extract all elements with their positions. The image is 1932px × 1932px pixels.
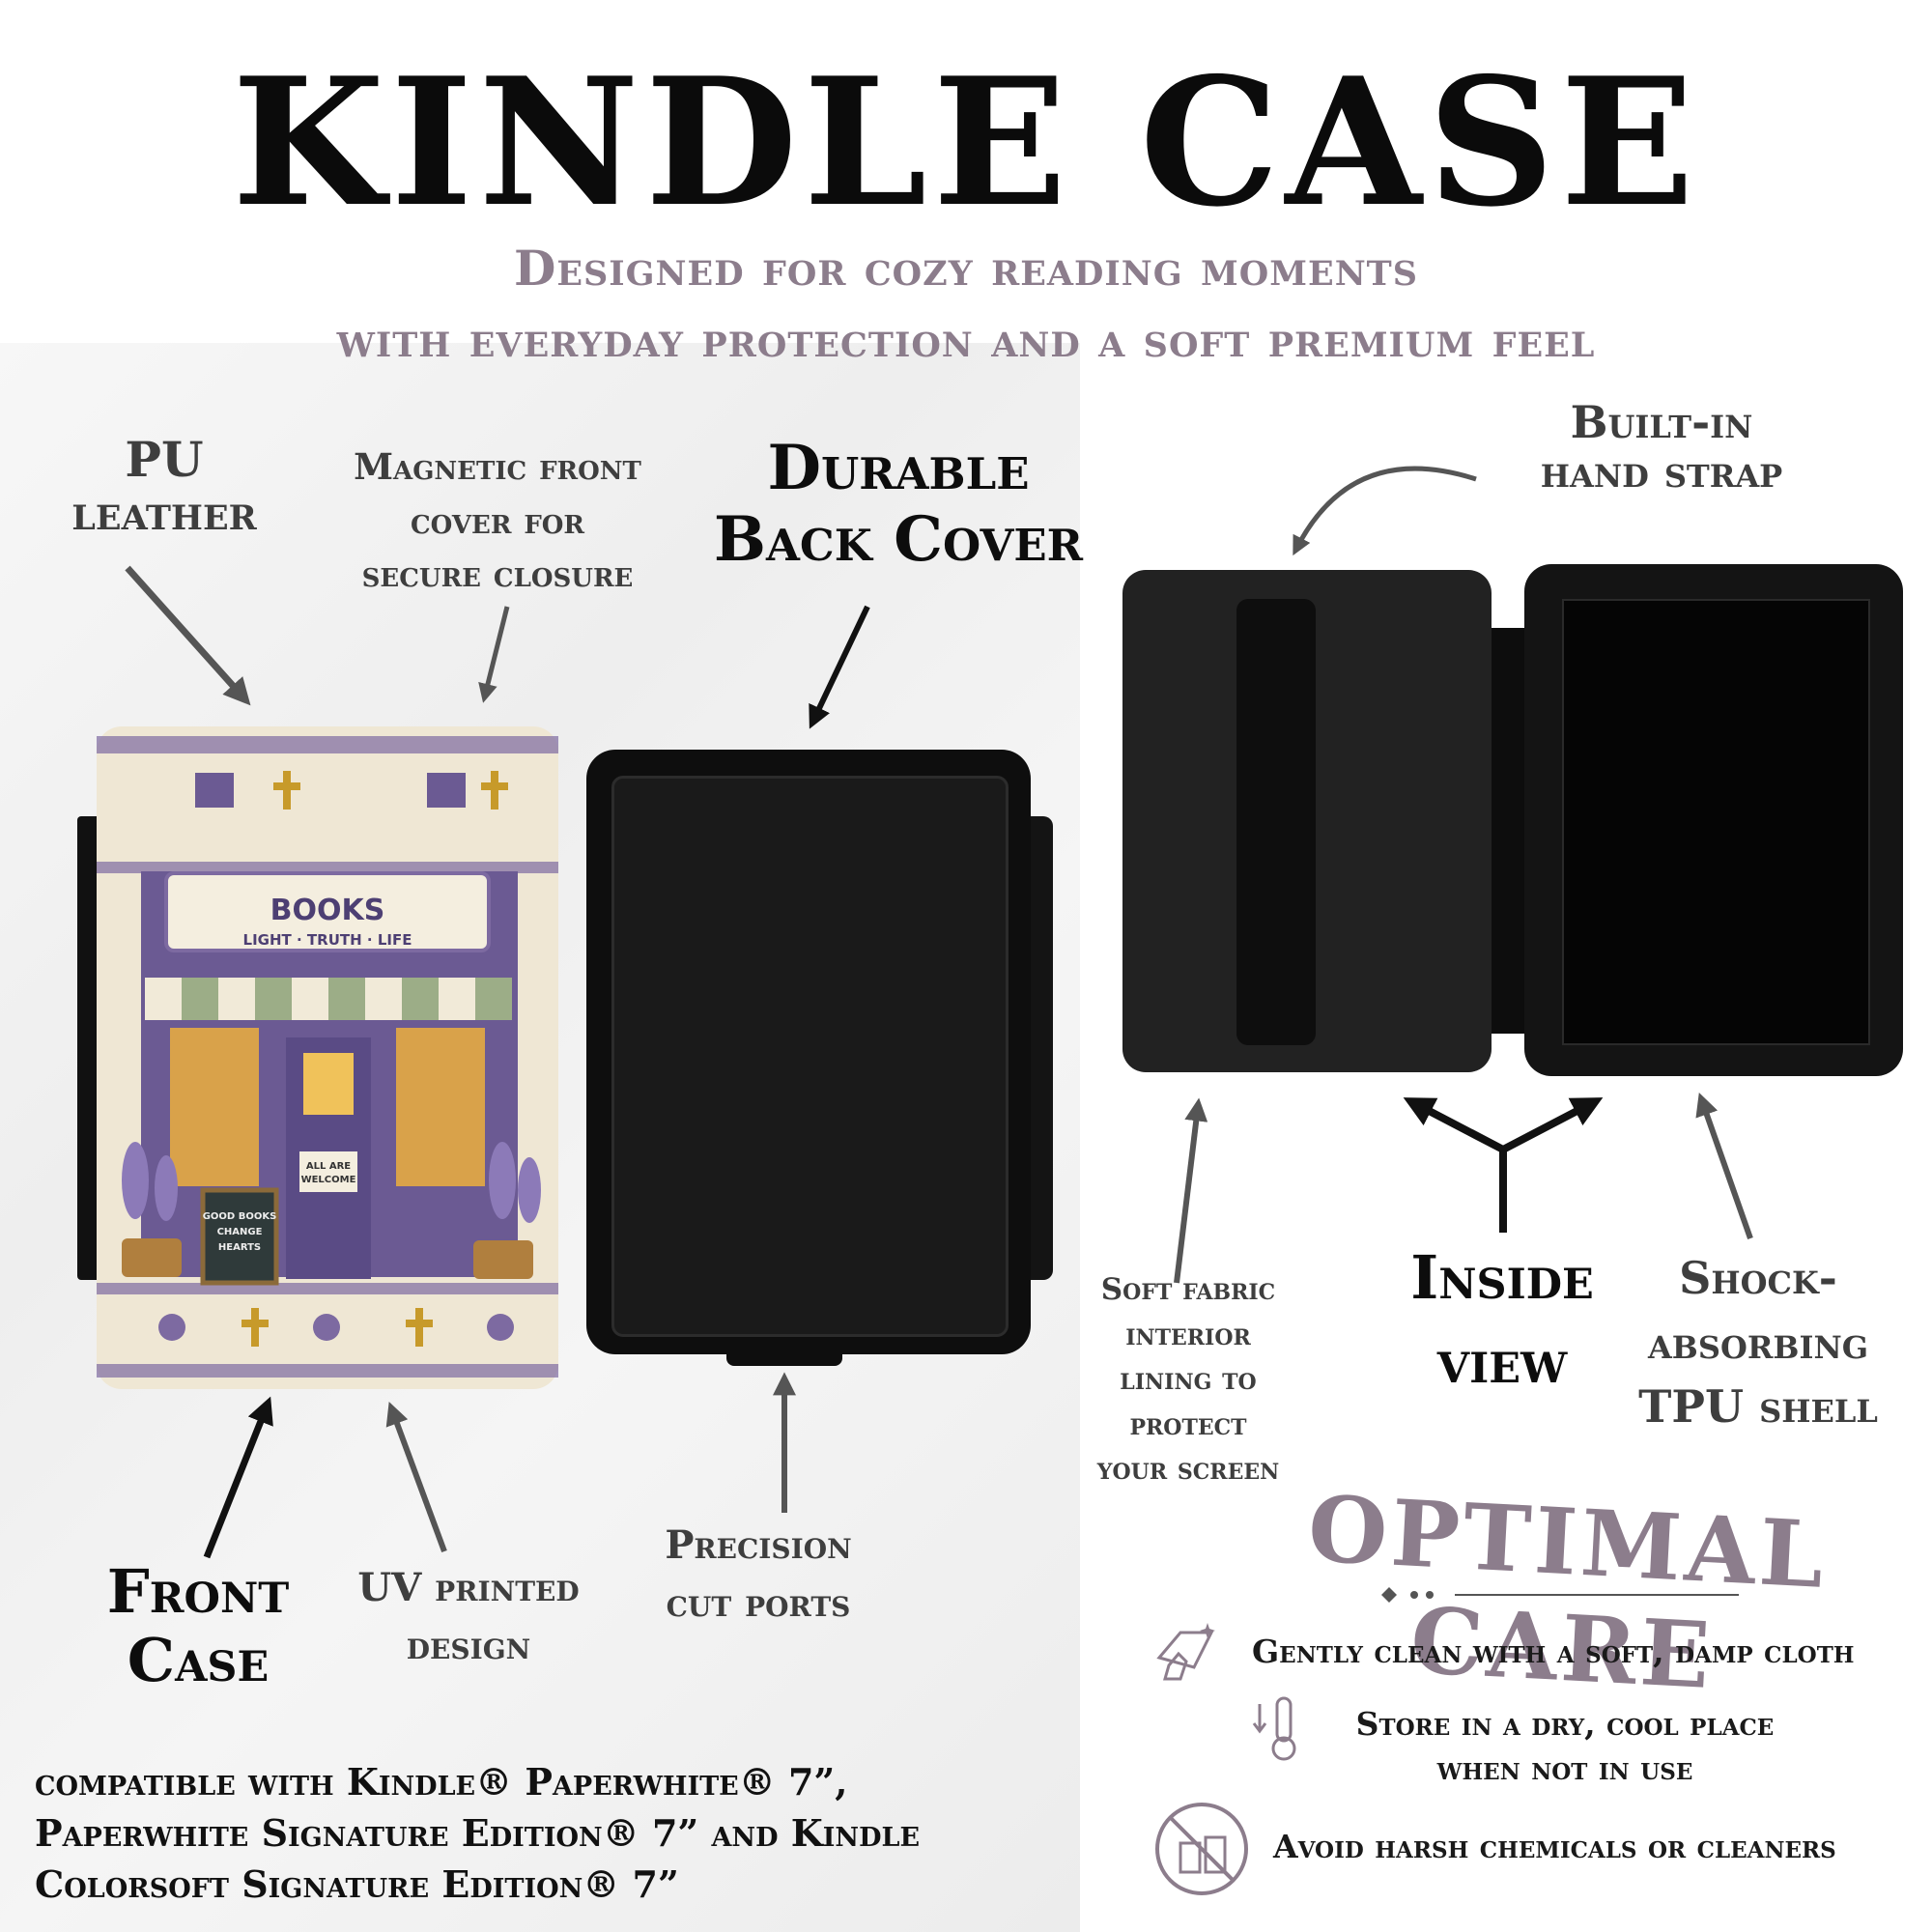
chalkboard-line-1: GOOD BOOKS — [203, 1211, 277, 1222]
arrow-front-case — [203, 1396, 273, 1559]
awning — [145, 978, 512, 1020]
cross-icon-bottom — [242, 1308, 433, 1347]
cross-icon — [273, 771, 508, 810]
door-sign-line-2: WELCOME — [301, 1175, 356, 1185]
heart-icon — [158, 1314, 514, 1341]
arrow-inside-view — [1403, 1097, 1604, 1233]
care-divider — [1381, 1587, 1739, 1603]
inside-hinge — [1492, 628, 1530, 1034]
arrow-uv — [385, 1401, 447, 1553]
hand-strap — [1236, 599, 1316, 1045]
subtitle-line-1: Designed for cozy reading moments — [513, 240, 1419, 297]
chalkboard-line-2: CHANGE — [217, 1227, 263, 1237]
no-chemicals-icon — [1155, 1803, 1248, 1895]
page-title: KINDLE CASE — [232, 39, 1700, 245]
arrow-durable — [809, 605, 870, 729]
back-cover-panel — [611, 776, 1009, 1337]
door-sign-line-1: ALL ARE — [306, 1161, 351, 1172]
arrow-strap — [1293, 466, 1477, 556]
chalkboard-line-3: HEARTS — [218, 1242, 261, 1253]
cleaning-cloth-icon — [1156, 1623, 1215, 1681]
thermometer-icon — [1252, 1696, 1296, 1761]
front-case-image: BOOKS LIGHT · TRUTH · LIFE ALL ARE WELCO… — [97, 726, 558, 1389]
port-cutout — [726, 1354, 842, 1366]
flower-pots — [122, 1238, 533, 1279]
arrow-pu-leather — [125, 565, 251, 706]
arrow-shock — [1695, 1092, 1753, 1239]
lavender — [122, 1142, 541, 1223]
care-item-clean: Gently clean with a soft, damp cloth — [1252, 1633, 1855, 1670]
book-icon — [195, 773, 466, 808]
compatibility-note: compatible with Kindle® Paperwhite® 7”,P… — [35, 1760, 921, 1907]
shop-sign-title: BOOKS — [270, 894, 385, 927]
care-item-avoid: Avoid harsh chemicals or cleaners — [1273, 1828, 1836, 1865]
arrow-fabric — [1174, 1097, 1208, 1284]
arrow-magnetic — [478, 606, 510, 703]
kindle-screen — [1562, 599, 1870, 1045]
subtitle-line-2: with everyday protection and a soft prem… — [336, 311, 1596, 368]
shop-sign-tagline: LIGHT · TRUTH · LIFE — [243, 931, 412, 949]
